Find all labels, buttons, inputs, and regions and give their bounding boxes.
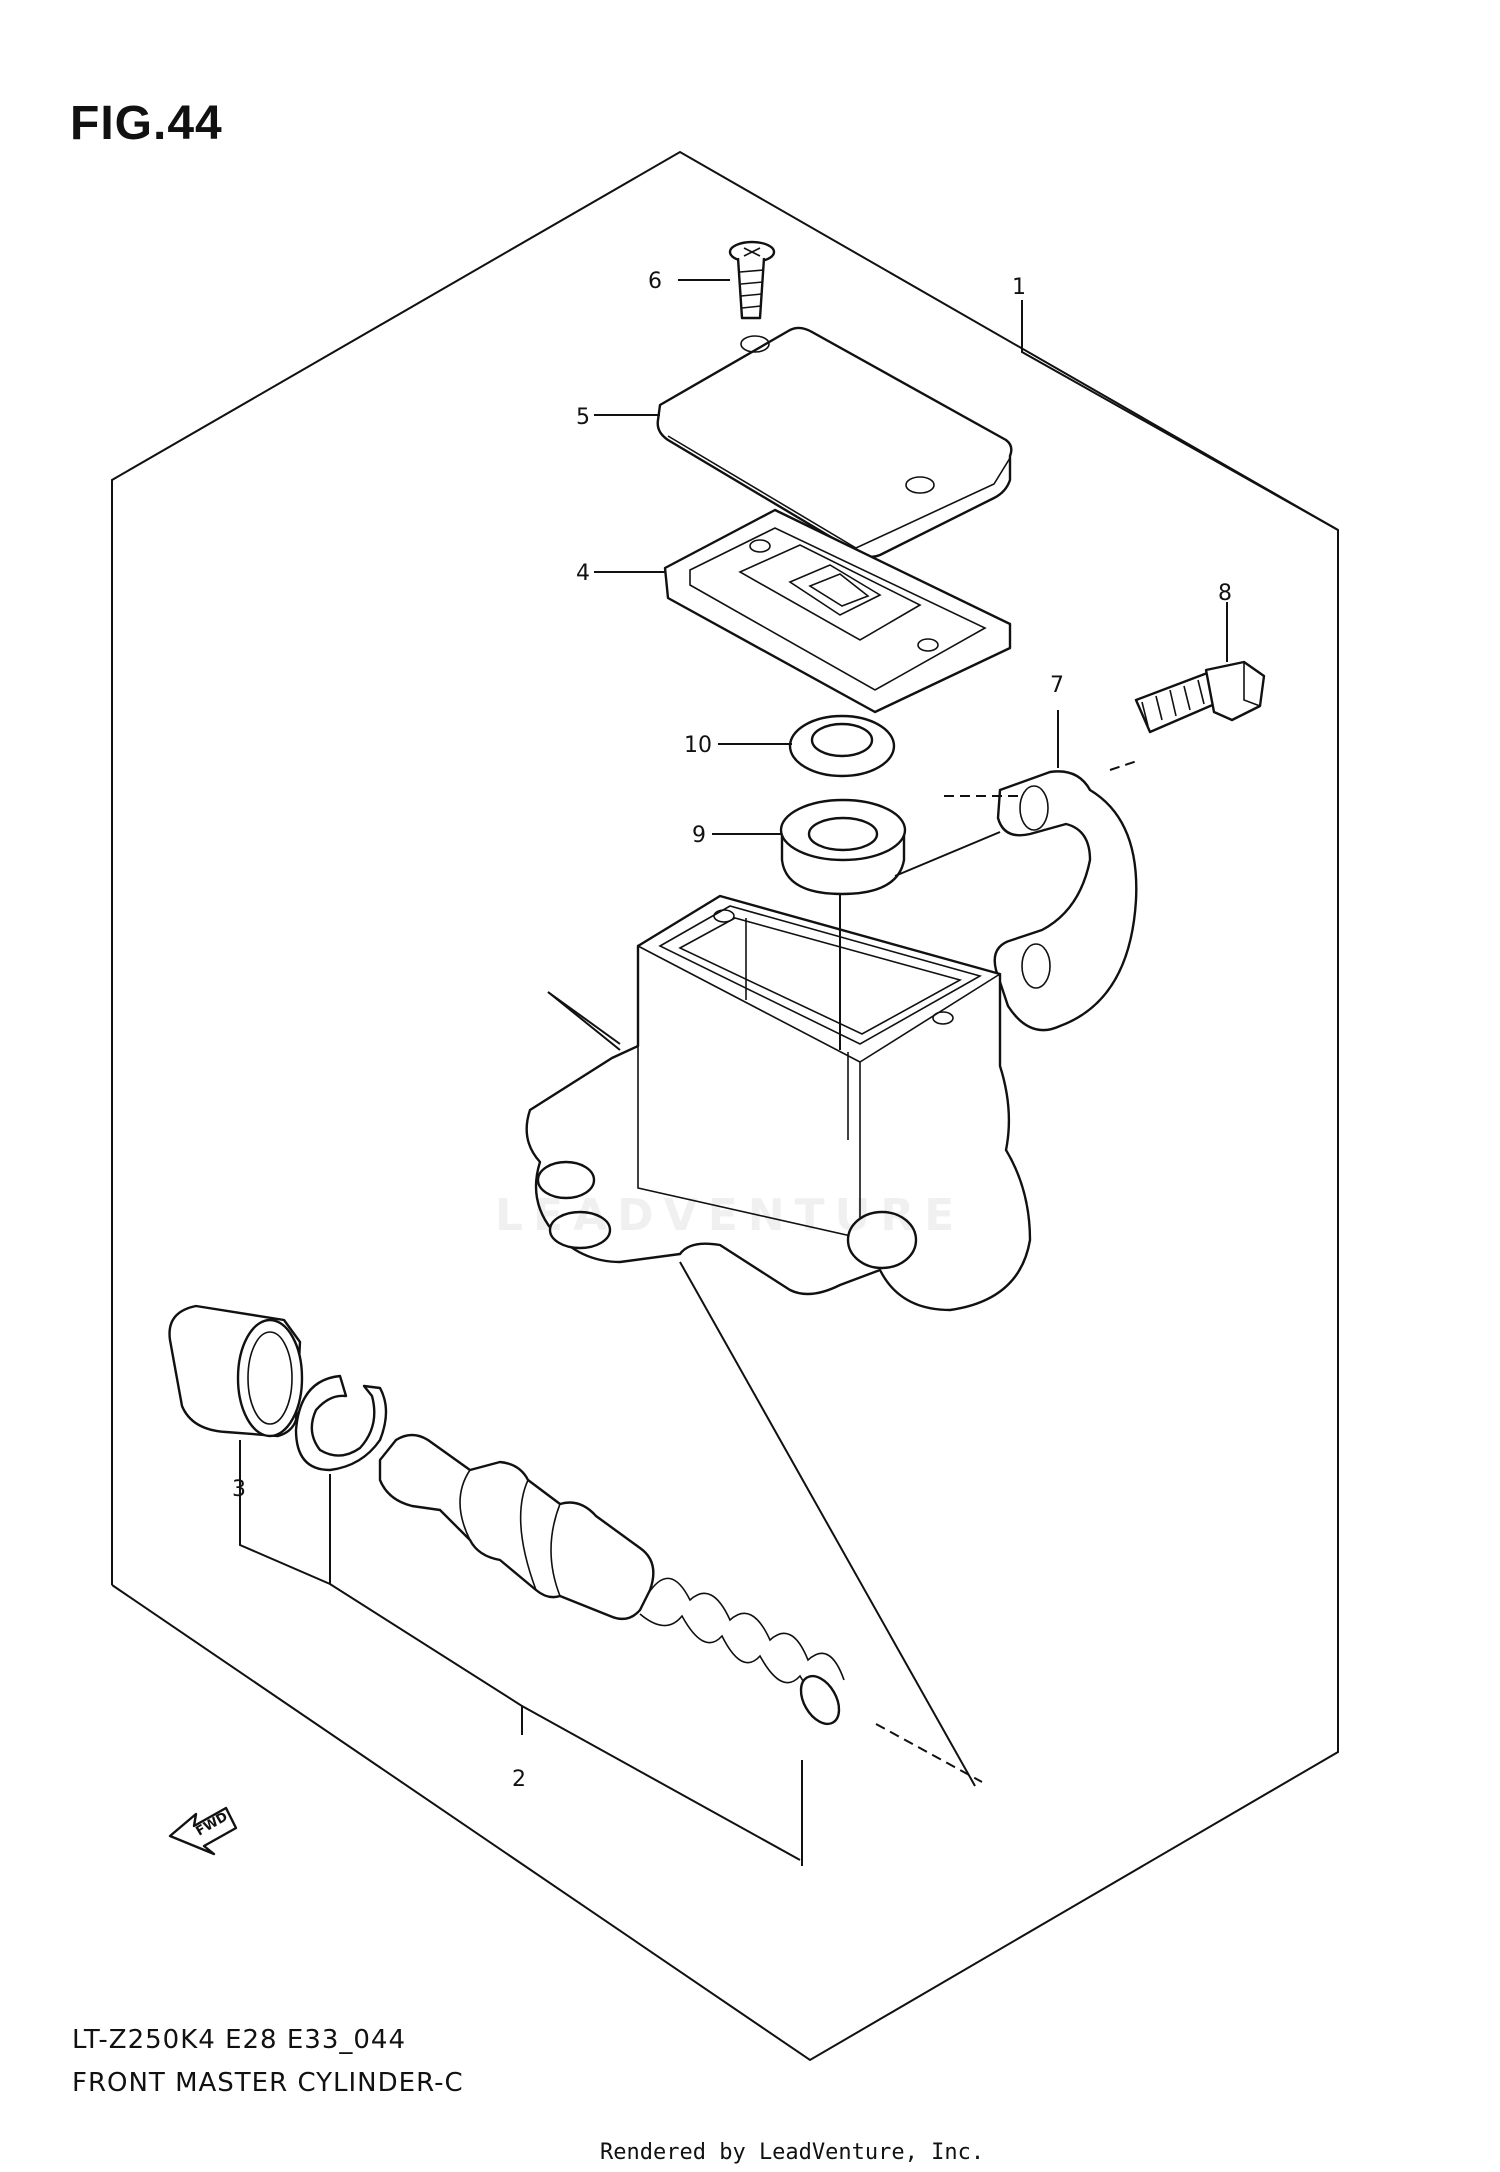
part-2-circlip — [294, 1374, 388, 1472]
rendered-by-footer: Rendered by LeadVenture, Inc. — [600, 2140, 985, 2165]
part-6-screw — [728, 240, 776, 320]
callout-7: 7 — [1050, 673, 1064, 698]
diagram-code: LT-Z250K4 E28 E33_044 — [72, 2025, 406, 2055]
part-10-plate-ring — [788, 714, 896, 778]
callout-6: 6 — [648, 269, 662, 294]
callout-8: 8 — [1218, 581, 1232, 606]
master-cylinder-body — [525, 894, 1032, 1312]
callout-4: 4 — [576, 561, 590, 586]
callout-3: 3 — [232, 1477, 246, 1502]
diagram-name: FRONT MASTER CYLINDER-C — [72, 2068, 464, 2098]
figure-title: FIG.44 — [70, 97, 223, 150]
callout-10: 10 — [684, 733, 712, 758]
part-4-diaphragm — [663, 508, 1012, 714]
part-9-seal — [779, 798, 907, 896]
part-8-bolt — [1134, 660, 1266, 734]
callout-2: 2 — [512, 1767, 526, 1792]
watermark-text: LEADVENTURE — [495, 1190, 965, 1241]
forward-arrow-icon: FWD — [168, 1806, 238, 1856]
part-2-piston-assembly — [378, 1433, 845, 1726]
part-3-boot — [168, 1304, 304, 1438]
callout-1: 1 — [1012, 275, 1026, 300]
part-5-cap — [656, 326, 1013, 559]
part-7-clamp — [993, 770, 1138, 1032]
leader-lines — [239, 279, 1339, 1866]
callout-9: 9 — [692, 823, 706, 848]
callout-5: 5 — [576, 405, 590, 430]
